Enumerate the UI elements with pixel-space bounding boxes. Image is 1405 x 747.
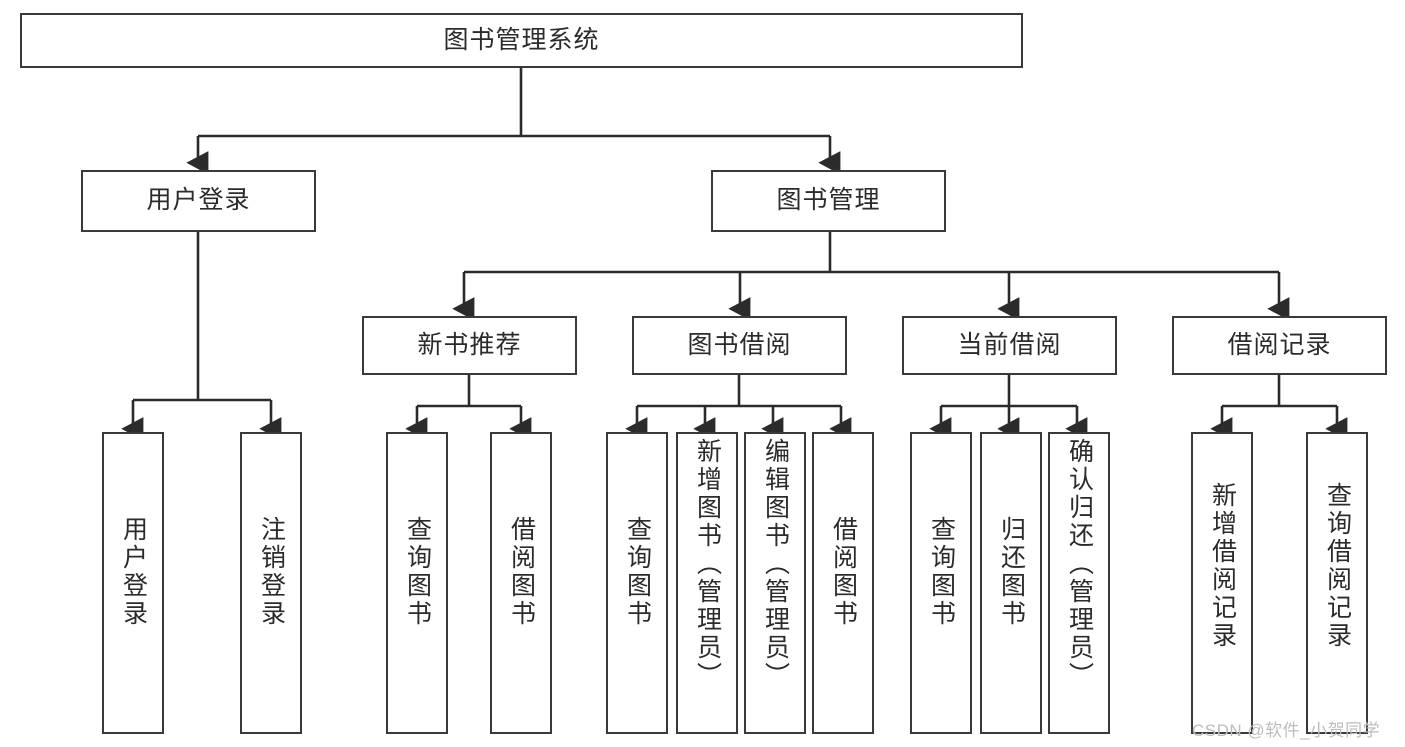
leaf-query-book-recommend[interactable]: 查询图书: [386, 432, 448, 734]
leaf-query-borrow-record[interactable]: 查询借阅记录: [1306, 432, 1368, 734]
leaf-add-borrow-record[interactable]: 新增借阅记录: [1191, 432, 1253, 734]
leaf-user-login[interactable]: 用户登录: [102, 432, 164, 734]
node-label: 注销登录: [257, 516, 286, 628]
node-label: 图书借阅: [687, 330, 792, 359]
node-label: 当前借阅: [957, 330, 1062, 359]
leaf-add-book[interactable]: 新增图书（管理员）: [676, 432, 738, 734]
leaf-logout-login[interactable]: 注销登录: [240, 432, 302, 734]
node-label: 查询借阅记录: [1323, 482, 1352, 650]
leaf-query-book-borrow[interactable]: 查询图书: [606, 432, 668, 734]
leaf-edit-book[interactable]: 编辑图书（管理员）: [744, 432, 806, 734]
leaf-return-book[interactable]: 归还图书: [980, 432, 1042, 734]
node-label: 借阅图书: [507, 516, 536, 628]
leaf-borrow-book-recommend[interactable]: 借阅图书: [490, 432, 552, 734]
node-current-borrow[interactable]: 当前借阅: [902, 316, 1117, 375]
node-label: 用户登录: [119, 516, 148, 628]
node-book-management[interactable]: 图书管理: [711, 170, 946, 232]
node-label: 图书管理: [776, 186, 881, 215]
node-book-borrow[interactable]: 图书借阅: [632, 316, 847, 375]
node-label: 新书推荐: [417, 330, 522, 359]
node-label: 归还图书: [997, 516, 1026, 628]
node-label: 借阅记录: [1227, 330, 1332, 359]
node-label: 查询图书: [927, 516, 956, 628]
node-label: 查询图书: [623, 516, 652, 628]
leaf-query-book-current[interactable]: 查询图书: [910, 432, 972, 734]
node-borrow-record[interactable]: 借阅记录: [1172, 316, 1387, 375]
node-label: 新增借阅记录: [1208, 482, 1237, 650]
node-label: 查询图书: [403, 516, 432, 628]
node-user-login[interactable]: 用户登录: [81, 170, 316, 232]
node-label: 借阅图书: [829, 516, 858, 628]
csdn-watermark: CSDN @软件_小贺同学: [1192, 721, 1381, 740]
node-label: 编辑图书（管理员）: [761, 438, 790, 690]
node-label: 用户登录: [146, 186, 251, 215]
leaf-confirm-return[interactable]: 确认归还（管理员）: [1048, 432, 1110, 734]
node-label: 新增图书（管理员）: [693, 438, 722, 690]
node-label: 图书管理系统: [443, 25, 600, 54]
node-root-system[interactable]: 图书管理系统: [20, 13, 1023, 68]
node-new-book-recommend[interactable]: 新书推荐: [362, 316, 577, 375]
leaf-borrow-book[interactable]: 借阅图书: [812, 432, 874, 734]
node-label: 确认归还（管理员）: [1065, 438, 1094, 690]
